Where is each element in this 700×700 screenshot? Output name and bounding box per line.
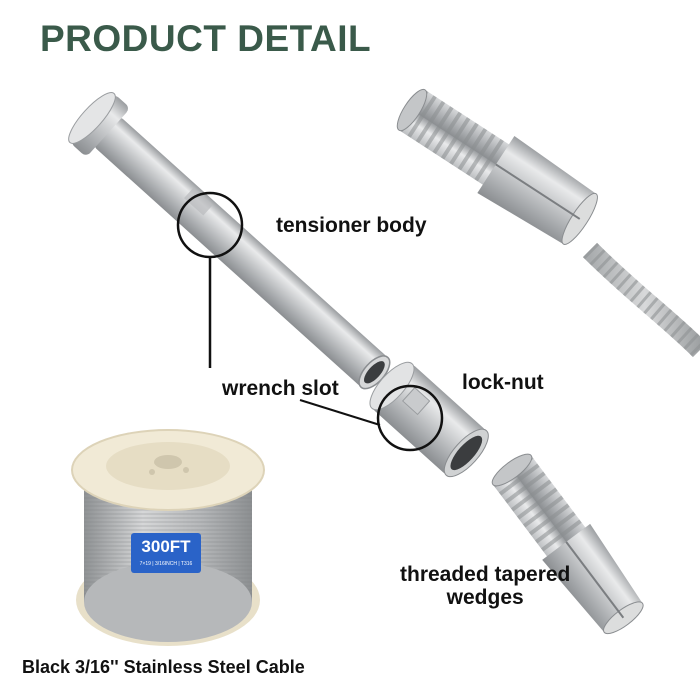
spool-quantity: 300FT [141,537,191,556]
assembled-wedge-part [396,88,700,358]
spool-spec: 7×19 | 3/16INCH | T316 [139,561,193,567]
tapered-wedge-part [491,453,644,635]
lock-nut-part [369,361,489,478]
wrench-slot-label: wrench slot [222,377,339,400]
lock-nut-label: lock-nut [462,371,544,394]
tensioner-body-part [68,92,391,390]
wrench-slot-leader-line-2 [299,399,381,426]
wedges-label: threaded tapered wedges [400,563,570,609]
callout-lines [176,191,444,452]
cable-spool [71,429,265,646]
tensioner-body-label: tensioner body [276,214,427,237]
cable-caption: Black 3/16'' Stainless Steel Cable [22,657,305,677]
wedges-label-line1: threaded tapered [400,563,571,586]
nut-callout-circle [376,384,444,452]
wedges-label-line2: wedges [446,586,524,609]
page-title: PRODUCT DETAIL [40,18,372,59]
spool-label [131,533,201,573]
